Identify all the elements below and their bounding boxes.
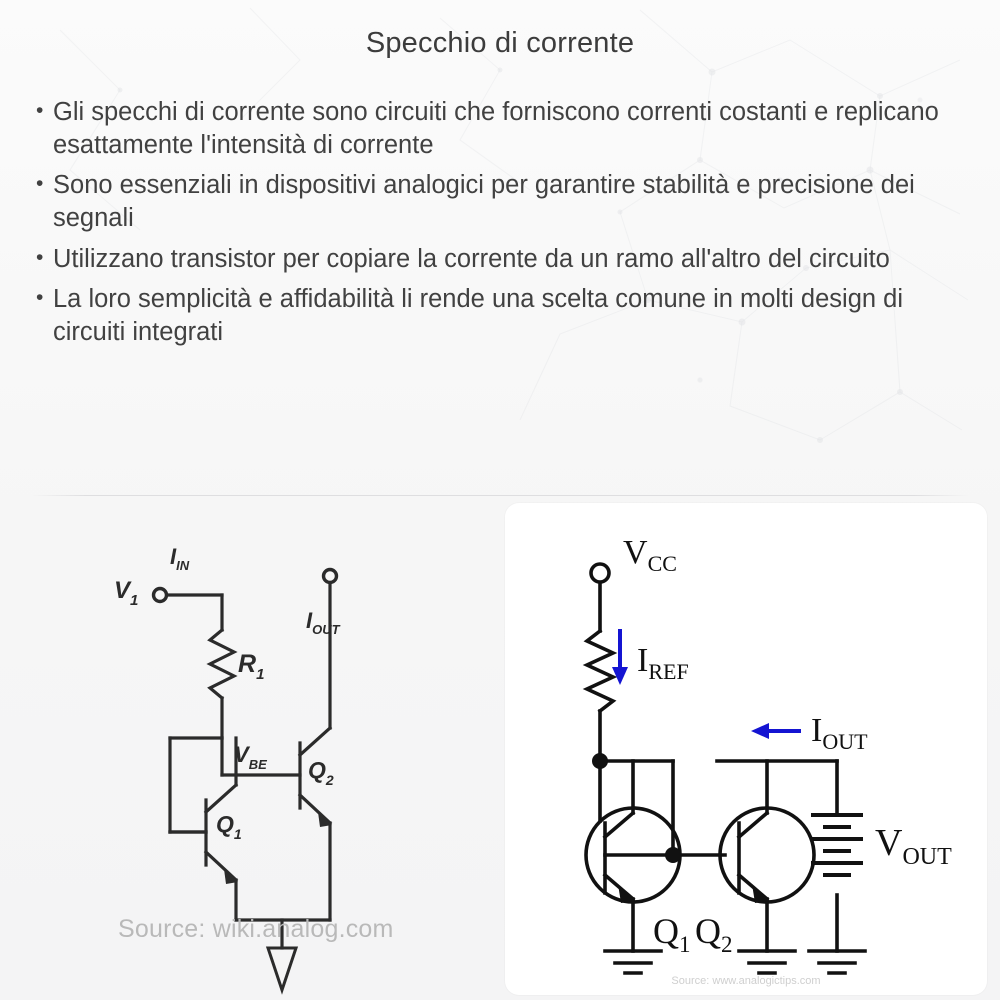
bullet-marker: •	[36, 285, 44, 309]
battery-symbol	[811, 813, 863, 877]
bullet-text: Sono essenziali in dispositivi analogici…	[53, 171, 915, 233]
figure-left-current-mirror: V1 IIN R1 VBE IOUT Q1 Q2	[10, 500, 490, 995]
label-vbe: VBE	[234, 742, 267, 772]
label-q1: Q1	[216, 811, 242, 842]
iout-arrow	[751, 723, 801, 739]
iout-terminal	[321, 567, 339, 585]
vcc-terminal	[589, 562, 611, 584]
node-dot-collector	[592, 753, 608, 769]
page-title: Specchio di corrente	[365, 27, 635, 59]
label-r1: R1	[238, 650, 264, 683]
label-q2: Q2	[308, 757, 334, 788]
label-vcc: VCC	[623, 534, 677, 576]
list-item: • Utilizzano transistor per copiare la c…	[36, 243, 966, 276]
list-item: • Gli specchi di corrente sono circuiti …	[36, 96, 966, 162]
bullet-text: Utilizzano transistor per copiare la cor…	[53, 244, 890, 273]
q2-emitter-arrow	[318, 812, 332, 827]
label-i-in: IIN	[170, 544, 190, 573]
right-figure-source: Source: www.analogictips.com	[671, 975, 821, 987]
section-divider	[30, 495, 970, 496]
bullet-marker: •	[36, 245, 44, 269]
q2-transistor-envelope	[718, 806, 816, 904]
list-item: • Sono essenziali in dispositivi analogi…	[36, 169, 966, 235]
v1-terminal	[151, 586, 169, 604]
q1-emitter-arrow	[224, 869, 238, 884]
left-figure-source: Source: wiki.analog.com	[118, 915, 394, 943]
label-vout: VOUT	[875, 822, 952, 870]
figure-right-current-mirror-panel: VCC IREF IOUT VOUT Q1 Q2 Source: www.ana…	[505, 503, 987, 995]
list-item: • La loro semplicità e affidabilità li r…	[36, 283, 966, 349]
label-iout: IOUT	[811, 712, 868, 754]
node-dot-base	[665, 847, 681, 863]
label-v1: V1	[114, 577, 138, 609]
ground-symbol	[265, 946, 299, 995]
q1-emitter-arrow	[618, 884, 636, 903]
bullet-text: Gli specchi di corrente sono circuiti ch…	[53, 98, 939, 160]
bullet-list: • Gli specchi di corrente sono circuiti …	[36, 96, 966, 356]
q2-emitter-arrow	[752, 884, 770, 903]
bullet-marker: •	[36, 172, 44, 196]
label-iref: IREF	[637, 642, 689, 684]
label-q2: Q2	[695, 911, 733, 957]
bullet-text: La loro semplicità e affidabilità li ren…	[53, 284, 904, 346]
iref-arrow	[612, 629, 628, 685]
label-q1: Q1	[653, 911, 691, 957]
bullet-marker: •	[36, 99, 44, 122]
label-i-out: IOUT	[306, 608, 341, 637]
